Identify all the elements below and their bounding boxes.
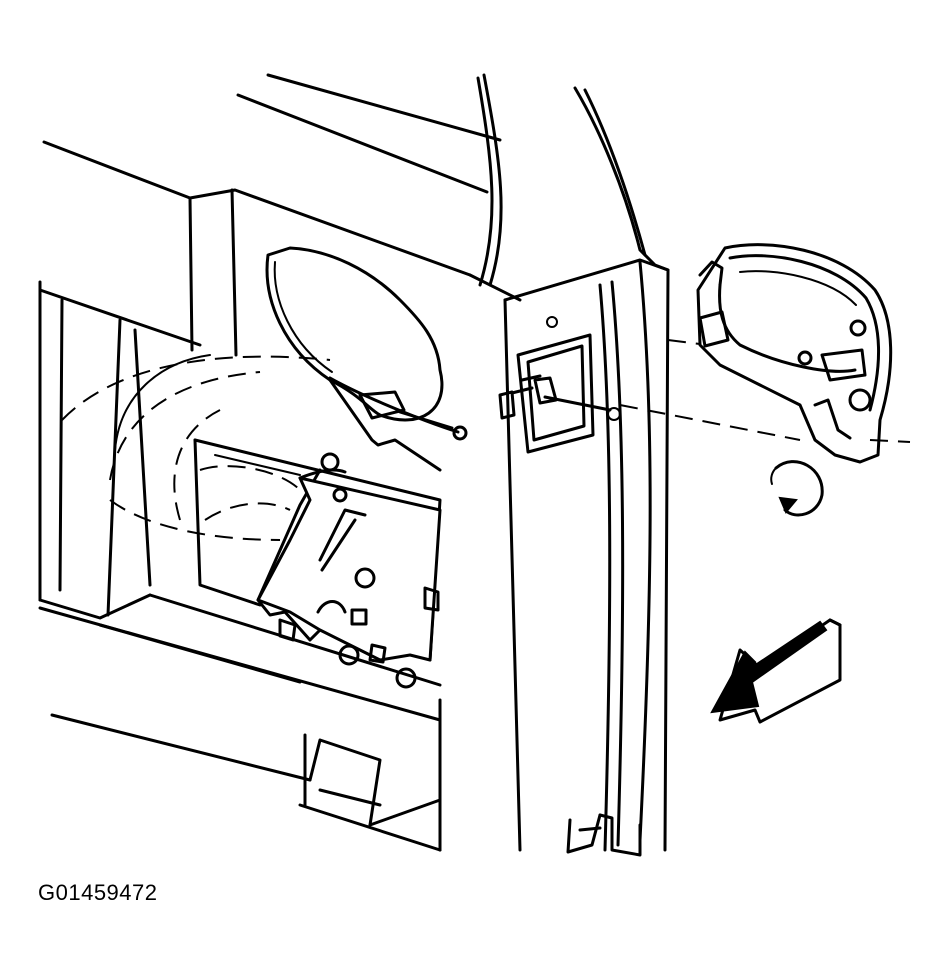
inner-door-panel xyxy=(40,190,440,805)
alignment-line xyxy=(620,340,910,442)
figure-id-label: G01459472 xyxy=(38,880,158,905)
rotate-counterclockwise-icon xyxy=(771,462,822,515)
upper-door-frame xyxy=(44,75,520,300)
arrow-down-left-icon xyxy=(712,620,840,722)
access-hole-cutout xyxy=(267,248,442,470)
door-bottom xyxy=(300,700,440,850)
latch-opening xyxy=(500,317,620,452)
reference-dot xyxy=(38,580,42,584)
latch-rod xyxy=(330,376,610,439)
door-pillar xyxy=(505,88,668,855)
latch-assembly xyxy=(195,440,440,687)
outside-door-handle xyxy=(698,245,891,462)
